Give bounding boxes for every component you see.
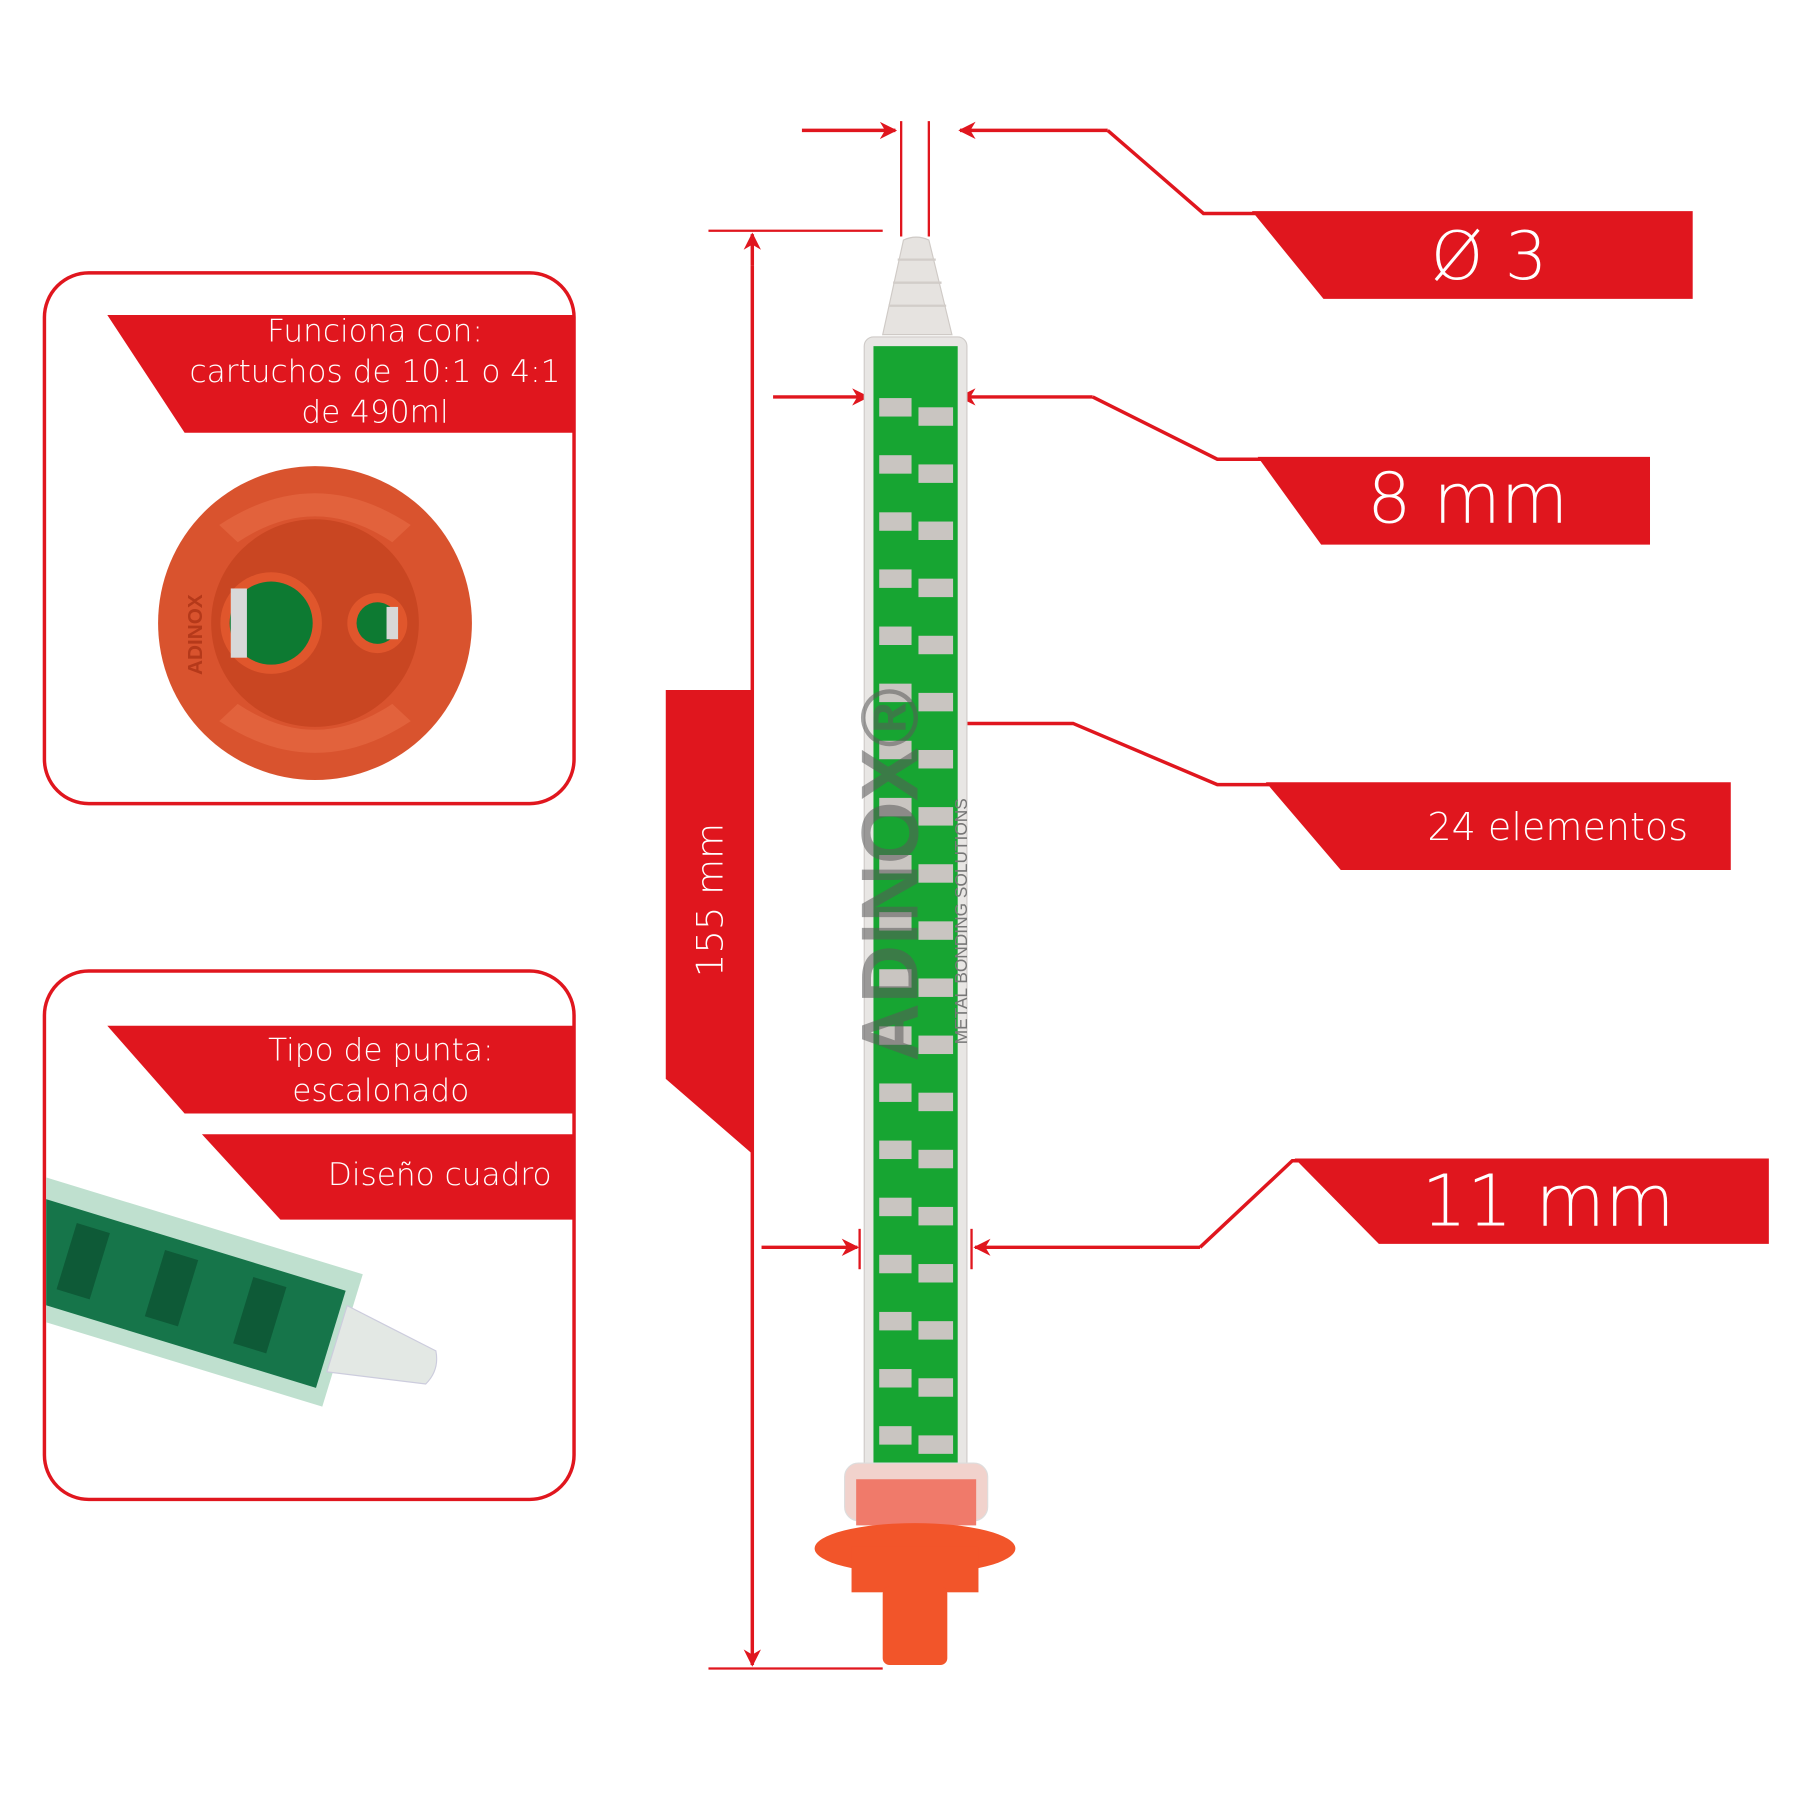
mixing-element-block xyxy=(918,1206,954,1226)
mixing-element-block xyxy=(879,1140,912,1160)
tube-logo: ADINOX® xyxy=(845,688,935,1062)
mixing-element-block xyxy=(918,750,954,769)
mixing-element-block xyxy=(918,1264,954,1283)
banner-compat xyxy=(107,315,575,433)
tip-type-line-1: Tipo de punta: xyxy=(268,1032,494,1069)
mixing-element-block xyxy=(879,683,912,703)
banner-inner-width xyxy=(1257,456,1651,545)
base-disc-image: ADINOX xyxy=(158,466,472,781)
mixing-element-block xyxy=(879,455,912,474)
tip-type-line-2: escalonado xyxy=(292,1073,470,1109)
compat-text: Funciona con: cartuchos de 10:1 o 4:1 de… xyxy=(185,312,566,433)
mixing-element-block xyxy=(879,1426,912,1445)
mixing-element-block xyxy=(918,807,954,826)
mixing-element-block xyxy=(918,978,954,997)
banner-design xyxy=(201,1134,575,1220)
mixing-element-block xyxy=(918,464,954,483)
inner-width-label: 8 mm xyxy=(1367,459,1569,541)
mixing-element-block xyxy=(918,578,954,598)
tip-diameter-label: Ø 3 xyxy=(1430,216,1548,296)
mixer-nozzle-image: ADINOX® METAL BONDING SOLUTIONS xyxy=(814,236,1016,1666)
panel-compatibility xyxy=(42,271,576,806)
banner-elements xyxy=(1265,782,1731,871)
mixing-element-block xyxy=(918,1378,954,1397)
design-label: Diseño cuadro xyxy=(327,1157,552,1194)
compat-line-1: Funciona con: xyxy=(267,313,483,350)
mixing-element-block xyxy=(918,521,954,541)
mixing-element-block xyxy=(879,1083,912,1102)
mixing-element-block xyxy=(918,692,954,712)
leader-tip xyxy=(1106,129,1258,216)
mixing-element-block xyxy=(918,1321,954,1340)
mixing-element-block xyxy=(918,1435,954,1454)
mixing-element-block xyxy=(879,1026,912,1045)
mixing-element-block xyxy=(879,797,912,817)
compat-line-3: de 490ml xyxy=(301,394,449,431)
nozzle-closeup-image xyxy=(46,1176,438,1407)
mixing-element-block xyxy=(879,740,912,760)
mixing-element-block xyxy=(879,398,912,417)
mixing-element-block xyxy=(918,1092,954,1112)
mixing-element-block xyxy=(879,1254,912,1274)
mixing-element-block xyxy=(918,864,954,883)
elements-label: 24 elementos xyxy=(1427,804,1689,850)
mixing-element-block xyxy=(879,512,912,531)
mixing-element-block xyxy=(879,855,912,874)
compat-line-2: cartuchos de 10:1 o 4:1 xyxy=(189,354,561,391)
svg-text:METAL BONDING SOLUTIONS: METAL BONDING SOLUTIONS xyxy=(951,798,971,1044)
mixing-element-block xyxy=(879,626,912,646)
tip-type-text: Tipo de punta: escalonado xyxy=(196,1030,565,1111)
mixing-element-block xyxy=(879,1369,912,1388)
mixing-element-block xyxy=(918,635,954,655)
mixing-element-block xyxy=(879,969,912,988)
banner-outer-width xyxy=(1294,1158,1769,1244)
banner-tip-type xyxy=(107,1025,575,1114)
mixing-element-block xyxy=(879,1311,912,1331)
mixing-element-block xyxy=(879,1197,912,1217)
mixing-element-block xyxy=(918,407,954,426)
mixing-element-block xyxy=(879,912,912,931)
mixing-element-block xyxy=(918,1149,954,1169)
banner-tip xyxy=(1251,211,1693,299)
mixing-element-block xyxy=(918,1035,954,1055)
svg-text:ADINOX: ADINOX xyxy=(184,594,207,675)
mixing-element-block xyxy=(918,921,954,940)
panel-tip-type xyxy=(42,969,576,1502)
length-label: 155 mm xyxy=(687,822,732,978)
mixing-element-block xyxy=(879,569,912,588)
outer-width-label: 11 mm xyxy=(1421,1158,1675,1243)
banner-length xyxy=(665,690,753,1154)
